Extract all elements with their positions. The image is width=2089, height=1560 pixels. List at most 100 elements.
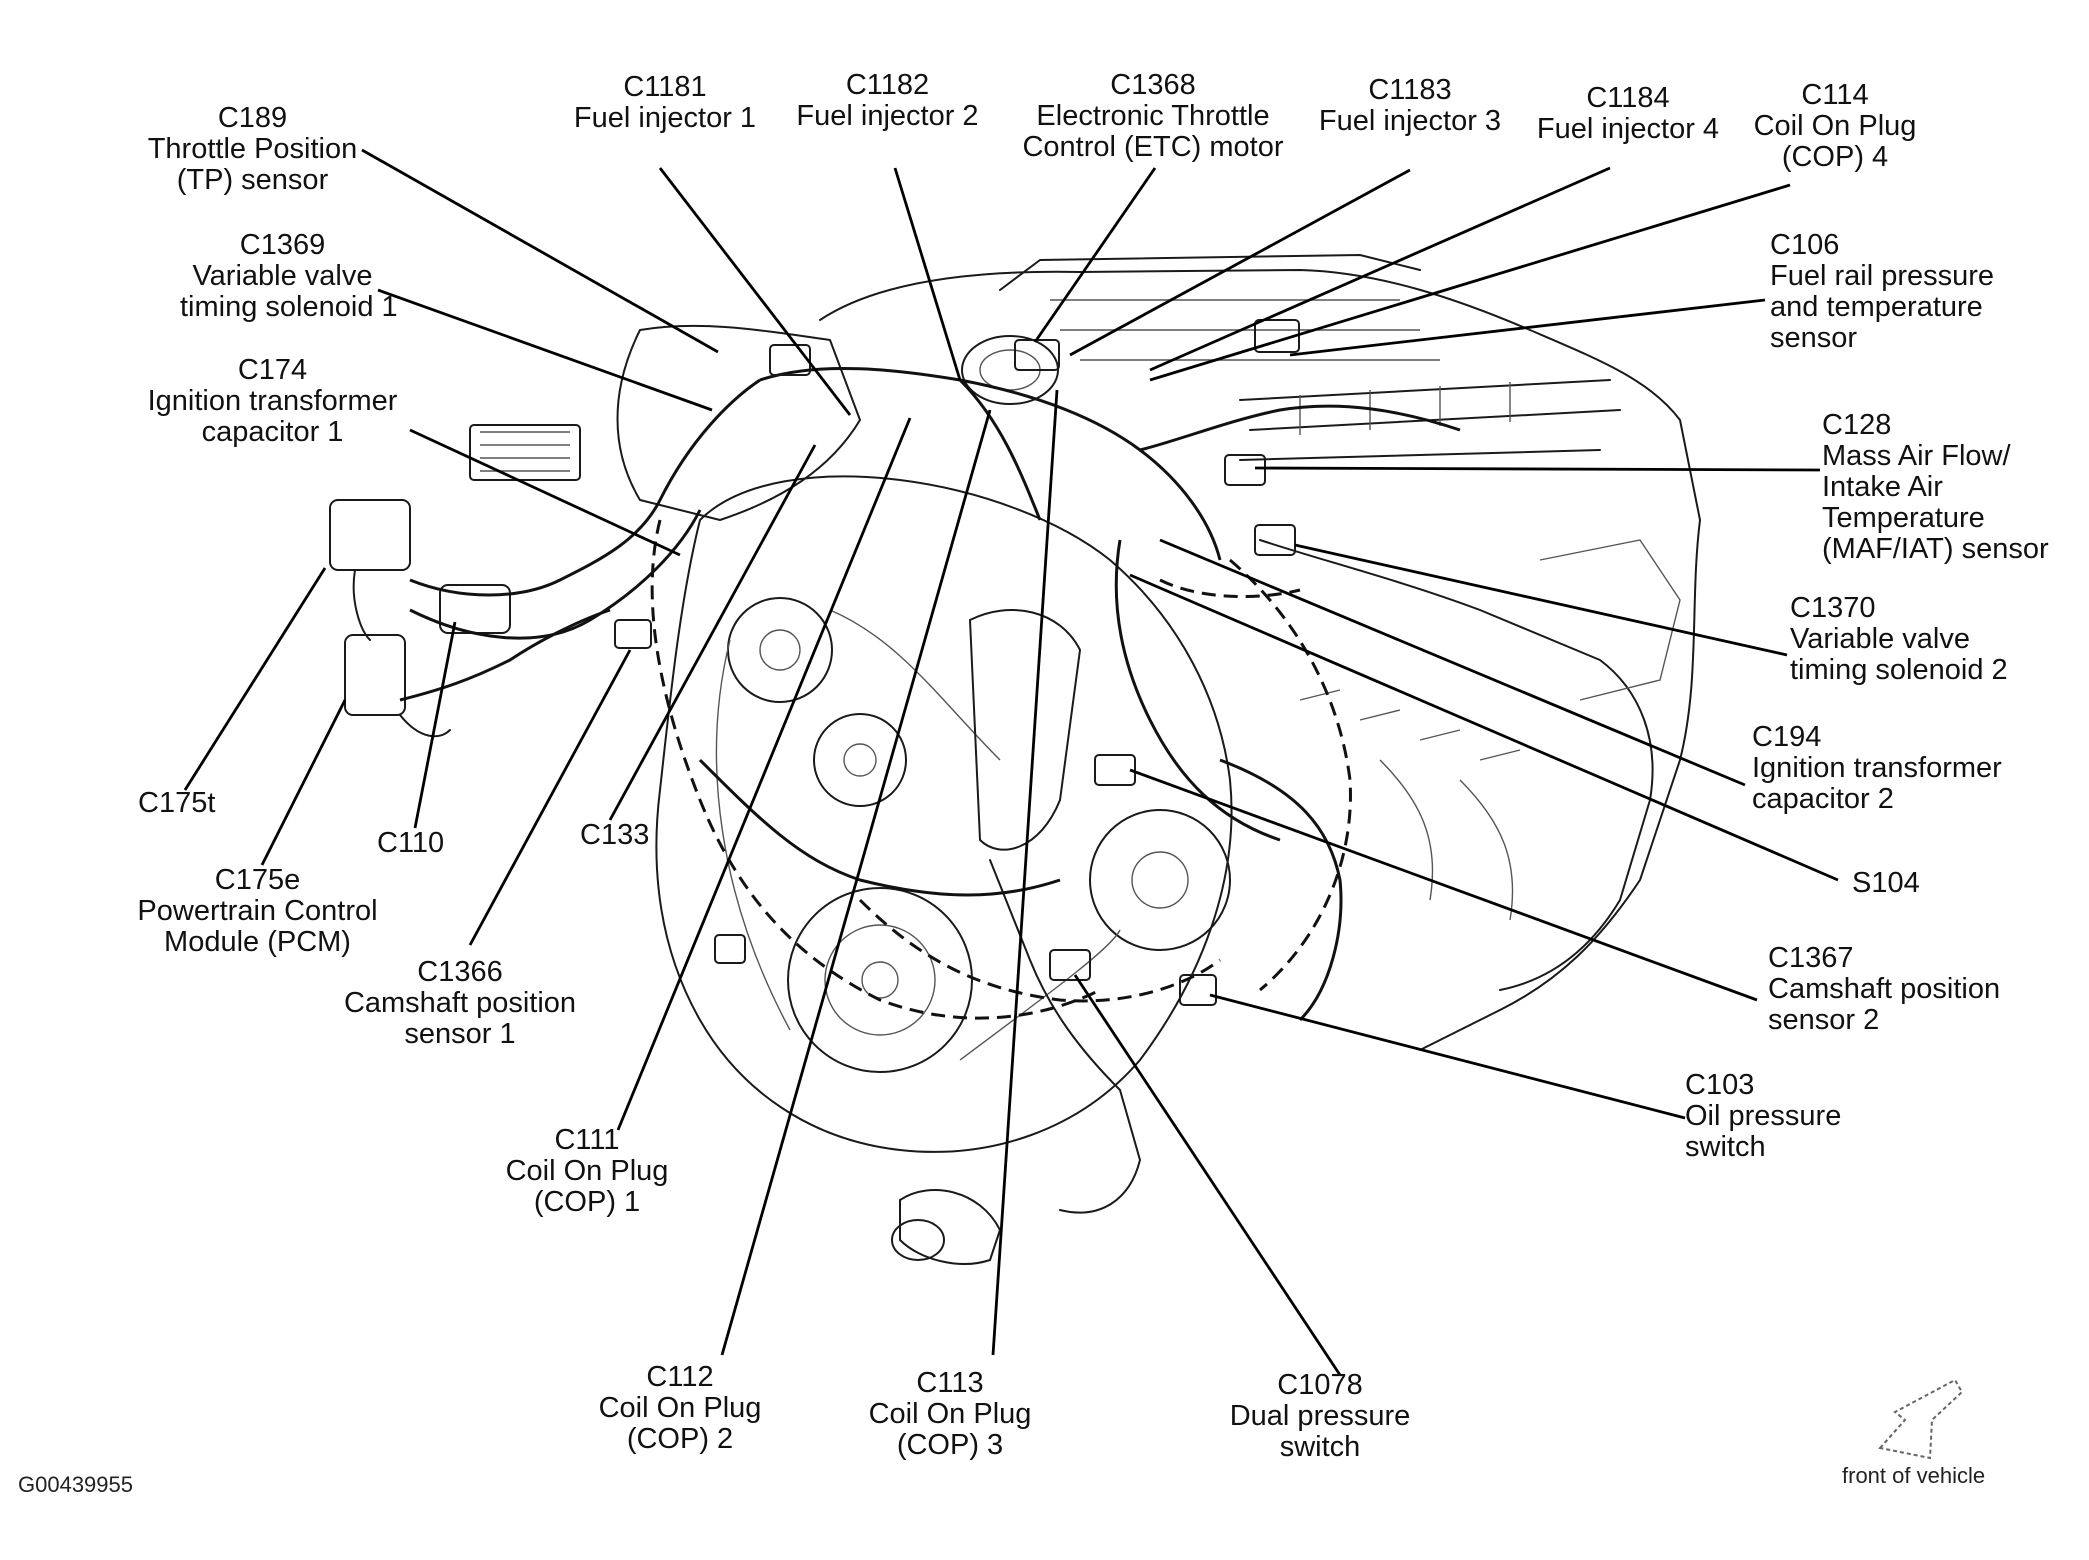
callout-C1366: C1366 Camshaft position sensor 1 — [335, 957, 585, 1050]
callout-text: Fuel injector 1 — [573, 102, 757, 134]
callout-code: C175t — [138, 787, 216, 819]
callout-code: C1182 — [845, 69, 930, 101]
callout-S104: S104 — [1852, 868, 1920, 899]
callout-code: C1184 — [1586, 82, 1670, 114]
callout-code: C112 — [646, 1361, 714, 1393]
callout-C1078: C1078 Dual pressure switch — [1215, 1370, 1425, 1463]
callout-code: C114 — [1801, 79, 1869, 111]
callout-text: sensor — [1770, 322, 1858, 354]
callout-text: Coil On Plug — [505, 1155, 669, 1187]
callout-text: Powertrain Control — [137, 895, 378, 927]
callout-text: (COP) 1 — [533, 1186, 641, 1218]
callout-text: Variable valve — [1790, 623, 1971, 655]
callout-C1370: C1370 Variable valve timing solenoid 2 — [1790, 593, 2008, 686]
leader-C103 — [1209, 993, 1686, 1120]
callout-text: Coil On Plug — [868, 1398, 1032, 1430]
leader-C175t — [183, 567, 327, 791]
connector-markers — [614, 319, 1300, 1006]
callout-text: and temperature — [1770, 291, 1983, 323]
callout-code: C113 — [916, 1367, 984, 1399]
callout-code: C194 — [1752, 721, 1822, 753]
leader-C1369 — [377, 288, 713, 412]
callout-C133: C133 — [580, 820, 649, 851]
wiring-harness — [399, 366, 1461, 1022]
leader-C113 — [991, 389, 1059, 1356]
leader-C189 — [361, 148, 719, 354]
callout-code: C133 — [580, 819, 650, 851]
callout-code: C174 — [237, 354, 308, 386]
leader-C111 — [616, 417, 912, 1131]
callout-text: Camshaft position — [343, 987, 577, 1019]
callout-code: C1368 — [1110, 69, 1196, 101]
leader-lines — [183, 148, 1839, 1376]
callout-text: Fuel injector 2 — [796, 100, 979, 132]
leader-C1183 — [1069, 168, 1411, 357]
leader-C194 — [1159, 538, 1746, 787]
callout-code: C1366 — [417, 956, 503, 988]
callout-text: capacitor 2 — [1752, 783, 1894, 815]
leader-C1181 — [658, 167, 852, 416]
callout-code: C1370 — [1790, 592, 1876, 624]
callout-text: Throttle Position — [147, 133, 358, 165]
callout-text: (COP) 4 — [1781, 141, 1889, 173]
callout-C128: C128 Mass Air Flow/ Intake Air Temperatu… — [1822, 410, 2049, 565]
callout-C114: C114 Coil On Plug (COP) 4 — [1745, 80, 1925, 173]
callout-code: C1183 — [1368, 74, 1452, 106]
callout-text: (COP) 3 — [896, 1429, 1004, 1461]
callout-C1182: C1182 Fuel injector 2 — [785, 70, 990, 132]
leader-C1078 — [1073, 974, 1342, 1376]
callout-C1184: C1184 Fuel injector 4 — [1528, 83, 1728, 145]
callout-text: capacitor 1 — [201, 416, 344, 448]
callout-text: timing solenoid 1 — [180, 291, 398, 323]
callout-text: Variable valve — [192, 260, 373, 292]
callout-C1368: C1368 Electronic Throttle Control (ETC) … — [1008, 70, 1298, 163]
callout-text: Dual pressure — [1229, 1400, 1411, 1432]
callout-text: Fuel injector 3 — [1318, 105, 1502, 137]
callout-code: C1367 — [1768, 942, 1854, 974]
callout-text: Intake Air — [1822, 471, 1943, 503]
callout-text: sensor 1 — [404, 1018, 516, 1050]
leader-C174 — [409, 428, 681, 557]
leader-C1367 — [1129, 768, 1758, 1002]
engine-illustration — [329, 254, 1701, 1265]
leader-C1366 — [468, 649, 632, 946]
callout-C175e: C175e Powertrain Control Module (PCM) — [130, 865, 385, 958]
callout-text: Oil pressure — [1685, 1100, 1842, 1132]
callout-text: (TP) sensor — [176, 164, 329, 196]
callout-text: switch — [1685, 1131, 1766, 1163]
orientation-label: front of vehicle — [1842, 1463, 1986, 1488]
callout-text: Ignition transformer — [1752, 752, 2002, 784]
callout-code: S104 — [1852, 867, 1920, 899]
callout-text: Temperature — [1822, 502, 1985, 534]
callout-C112: C112 Coil On Plug (COP) 2 — [585, 1362, 775, 1455]
callout-code: C1181 — [623, 71, 707, 103]
leader-C175e — [260, 699, 347, 866]
leader-C112 — [720, 409, 992, 1356]
callout-code: C103 — [1685, 1069, 1755, 1101]
callout-C106: C106 Fuel rail pressure and temperature … — [1770, 230, 1994, 354]
arrow-down-left-icon — [1878, 1378, 1964, 1460]
callout-text: Ignition transformer — [147, 385, 398, 417]
leader-C133 — [608, 444, 817, 821]
callout-text: sensor 2 — [1768, 1004, 1880, 1036]
callout-C1183: C1183 Fuel injector 3 — [1310, 75, 1510, 137]
leader-C110 — [413, 621, 457, 829]
callout-code: C175e — [214, 864, 301, 896]
callout-code: C1369 — [239, 229, 326, 261]
callout-C103: C103 Oil pressure switch — [1685, 1070, 1841, 1163]
callout-C110: C110 — [377, 828, 444, 859]
callout-text: Coil On Plug — [1753, 110, 1917, 142]
leader-S104 — [1129, 573, 1839, 882]
callout-text: (COP) 2 — [626, 1423, 734, 1455]
leader-C1184 — [1149, 166, 1611, 372]
callout-C1181: C1181 Fuel injector 1 — [560, 72, 770, 134]
callout-text: Electronic Throttle — [1036, 100, 1270, 132]
callout-code: C106 — [1770, 229, 1840, 261]
callout-text: Fuel injector 4 — [1536, 113, 1720, 145]
callout-code: C189 — [217, 102, 288, 134]
callout-text: Coil On Plug — [598, 1392, 762, 1424]
callout-text: Module (PCM) — [164, 926, 351, 958]
leader-C1370 — [1294, 543, 1788, 657]
leader-C1182 — [893, 167, 962, 381]
